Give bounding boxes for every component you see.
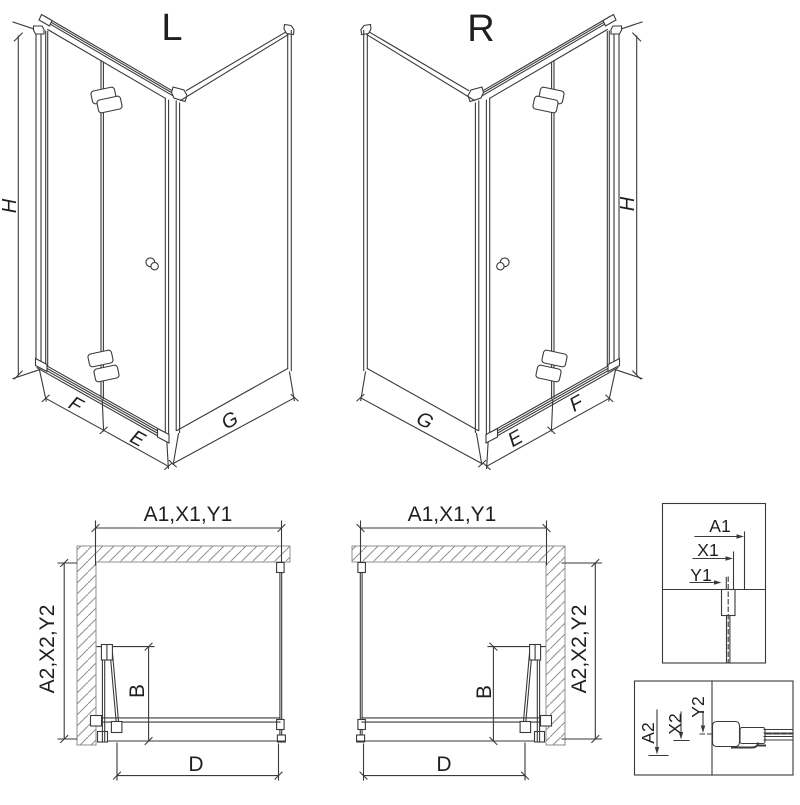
label-height-right: H [617, 196, 639, 211]
label-plan-top-left: A1,X1,Y1 [144, 503, 233, 526]
label-side-left: G [218, 407, 242, 434]
label-fixed-left: F [65, 392, 88, 418]
label-version-right: R [467, 8, 494, 50]
detail-box-bottom: A2 X2 Y2 [633, 680, 794, 776]
detail-box-top: A1 X1 Y1 [661, 502, 767, 664]
perspective-view-right: R H F E G [356, 8, 643, 471]
perspective-view-left: L H F E G [0, 7, 299, 471]
label-plan-door-right: B [473, 685, 496, 699]
label-version-left: L [161, 7, 182, 49]
plan-view-left: A1,X1,Y1 A2,X2,Y2 B D [36, 503, 291, 781]
label-detail-x1: X1 [697, 540, 718, 560]
plan-view-right: A1,X1,Y1 A2,X2,Y2 B D [351, 503, 603, 781]
label-entry-left: E [126, 426, 149, 452]
label-fixed-right: F [566, 390, 589, 416]
label-detail-y2: Y2 [688, 696, 708, 717]
label-plan-width-right: D [436, 753, 451, 776]
label-plan-top-right: A1,X1,Y1 [408, 503, 497, 526]
label-plan-side-left: A2,X2,Y2 [36, 605, 59, 694]
label-plan-door-left: B [126, 684, 149, 698]
label-detail-y1: Y1 [690, 565, 711, 585]
label-detail-a1: A1 [709, 516, 730, 536]
label-height-left: H [0, 198, 21, 213]
label-entry-right: E [504, 426, 527, 452]
label-detail-a2: A2 [638, 722, 658, 743]
label-side-right: G [412, 407, 436, 434]
label-detail-x2: X2 [665, 713, 685, 734]
label-plan-width-left: D [188, 753, 203, 776]
label-plan-side-right: A2,X2,Y2 [568, 605, 591, 694]
